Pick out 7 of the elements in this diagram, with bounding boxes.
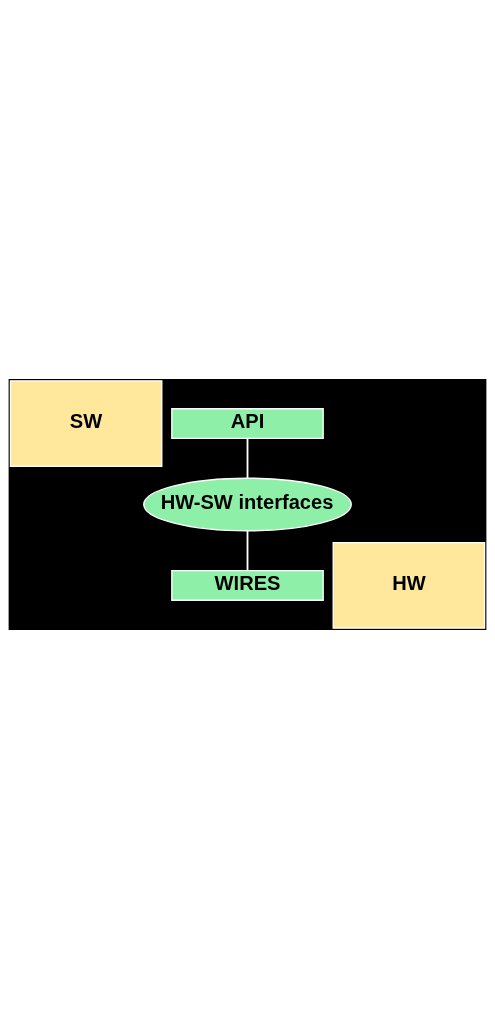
node-box: WIRES xyxy=(171,569,324,601)
node-box: SW xyxy=(9,380,163,467)
connector xyxy=(246,530,249,572)
node-ellipse: HW-SW interfaces xyxy=(143,477,352,532)
connector xyxy=(246,437,249,480)
node-box: API xyxy=(171,408,324,440)
node-box: HW xyxy=(332,542,486,629)
